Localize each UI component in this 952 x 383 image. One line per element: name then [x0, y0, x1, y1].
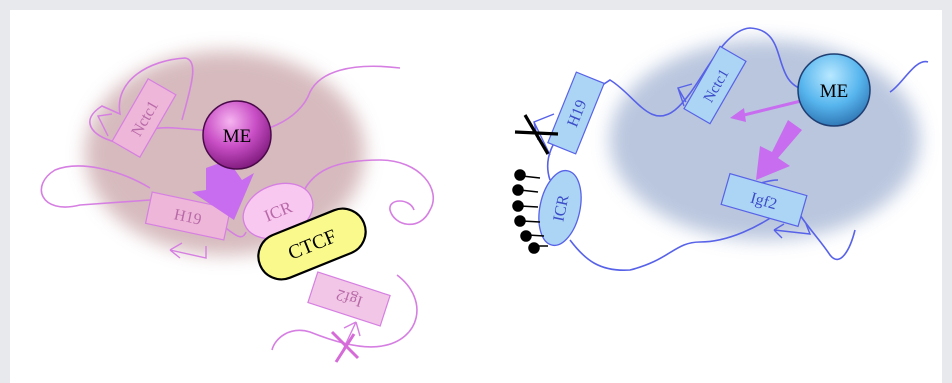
left-enhancer-label: ME — [223, 126, 252, 147]
left-igf2-gene: Igf2 — [307, 271, 391, 327]
right-enhancer-to-igf2-arrow — [756, 120, 802, 180]
right-icr: ICR — [538, 169, 582, 247]
right-igf2-label: Igf2 — [748, 190, 778, 214]
left-nctc1-promoter-arrow — [96, 113, 113, 137]
right-icr-methylation-marks — [512, 169, 548, 254]
left-h19-gene: H19 — [144, 191, 232, 241]
right-enhancer-to-nctc1-arrow — [739, 98, 806, 118]
left-igf2-silenced-cross — [330, 330, 360, 363]
left-ctcf-insulator: CTCF — [257, 207, 367, 281]
left-enhancer-me — [202, 100, 272, 170]
right-nctc1-promoter-arrow — [676, 83, 693, 107]
right-enhancer-label: ME — [820, 81, 849, 102]
imprinting-diagram: Nctc1 H19 ME ICR CTCF Igf2 — [40, 27, 929, 363]
left-panel: Nctc1 H19 ME ICR CTCF Igf2 — [40, 51, 435, 363]
right-enhancer-me — [797, 53, 871, 127]
right-h19-silenced-cross — [514, 114, 559, 155]
right-igf2-promoter-arrow — [773, 223, 812, 239]
left-h19-promoter-arrow — [169, 242, 207, 259]
right-igf2-gene: Igf2 — [720, 172, 808, 228]
right-enhancer-to-nctc1-arrowhead — [730, 108, 746, 122]
left-h19-label: H19 — [172, 206, 202, 228]
left-enhancer-activation-arrow — [192, 160, 254, 220]
right-nctc1-gene: Nctc1 — [683, 45, 747, 125]
right-h19-gene: H19 — [547, 71, 605, 155]
right-panel: H19 ICR Nctc1 ME — [512, 27, 929, 271]
right-icr-label: ICR — [550, 193, 572, 223]
figure-frame: Nctc1 H19 ME ICR CTCF Igf2 — [10, 10, 942, 383]
